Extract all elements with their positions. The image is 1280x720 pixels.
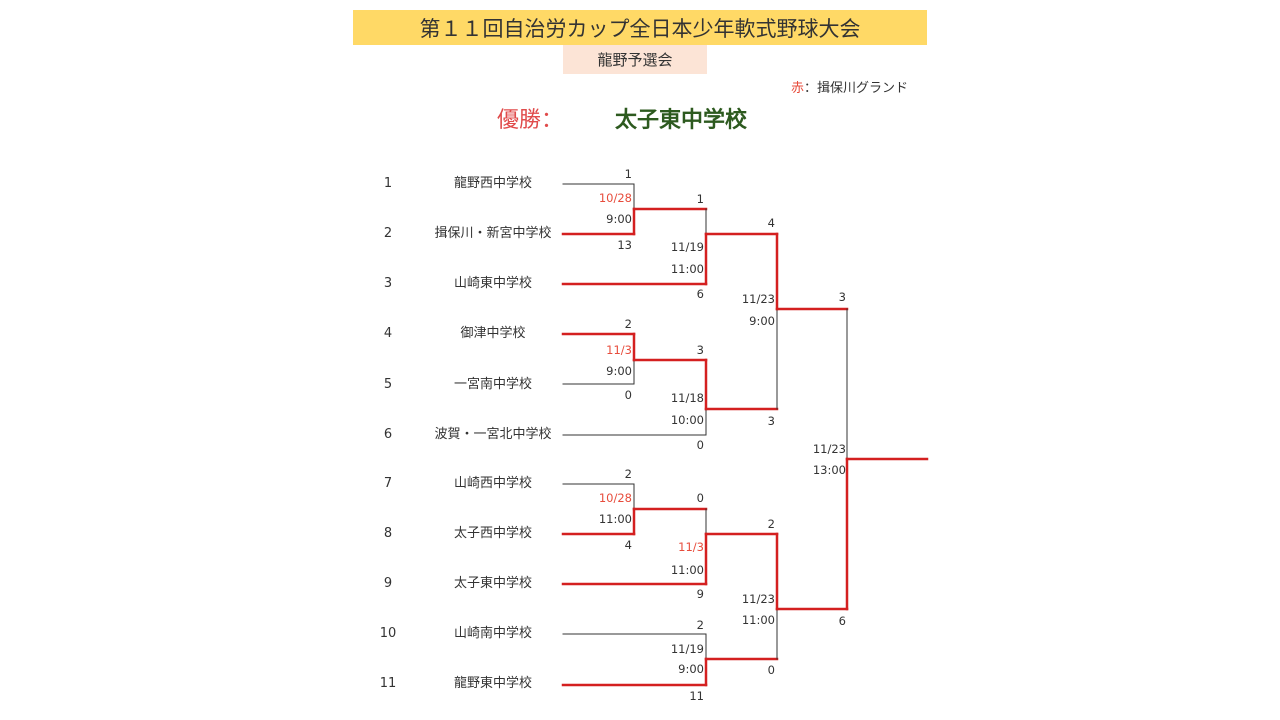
seed-number: 2 xyxy=(383,226,393,241)
match-score-top: 3 xyxy=(696,343,704,357)
team-name: 山崎南中学校 xyxy=(453,626,532,641)
match-date: 11/19 xyxy=(670,642,704,656)
team-name: 龍野東中学校 xyxy=(453,676,532,691)
match-date: 10/28 xyxy=(598,191,632,205)
match-score-top: 4 xyxy=(767,216,775,230)
qualifier-subtitle-box: 龍野予選会 xyxy=(563,45,707,74)
match-date: 11/19 xyxy=(670,240,704,254)
seed-number: 7 xyxy=(383,476,393,491)
seed-number: 10 xyxy=(379,626,397,641)
team-name: 龍野西中学校 xyxy=(453,176,532,191)
seed-number: 6 xyxy=(383,427,393,442)
team-name: 御津中学校 xyxy=(460,326,526,341)
match-score-top: 2 xyxy=(624,317,632,331)
team-name: 山崎西中学校 xyxy=(453,476,532,491)
seed-number: 1 xyxy=(383,176,393,191)
match-score-bottom: 0 xyxy=(696,438,704,452)
venue-legend: 赤：揖保川グランド xyxy=(791,77,908,96)
seed-number: 3 xyxy=(383,276,393,291)
match-time: 9:00 xyxy=(749,314,775,328)
match-score-bottom: 4 xyxy=(624,538,632,552)
match-time: 9:00 xyxy=(606,212,632,226)
match-score-top: 1 xyxy=(696,192,704,206)
qualifier-subtitle: 龍野予選会 xyxy=(597,51,673,69)
match-time: 11:00 xyxy=(598,512,632,526)
seed-number: 5 xyxy=(383,377,393,392)
match-time: 9:00 xyxy=(678,662,704,676)
match-score-bottom: 9 xyxy=(696,587,704,601)
match-date: 11/3 xyxy=(678,540,704,554)
match-date: 11/23 xyxy=(741,592,775,606)
seed-number: 9 xyxy=(383,576,393,591)
match-date: 11/18 xyxy=(670,391,704,405)
match-score-bottom: 3 xyxy=(767,414,775,428)
match-time: 9:00 xyxy=(606,364,632,378)
match-date: 10/28 xyxy=(598,491,632,505)
match-score-bottom: 0 xyxy=(767,663,775,677)
team-name: 山崎東中学校 xyxy=(453,276,532,291)
team-name: 太子東中学校 xyxy=(453,576,532,591)
team-name: 揖保川・新宮中学校 xyxy=(434,226,552,241)
tournament-title-bar: 第１１回自治労カップ全日本少年軟式野球大会 xyxy=(353,10,927,45)
seed-number: 8 xyxy=(383,526,393,541)
match-date: 11/23 xyxy=(812,442,846,456)
match-score-bottom: 6 xyxy=(696,287,704,301)
match-score-top: 2 xyxy=(696,618,704,632)
legend-red-marker: 赤 xyxy=(790,81,804,96)
match-time: 10:00 xyxy=(670,413,704,427)
match-score-top: 3 xyxy=(838,290,846,304)
match-score-top: 0 xyxy=(696,491,704,505)
team-name: 一宮南中学校 xyxy=(453,377,532,392)
match-score-bottom: 6 xyxy=(838,614,846,628)
winner-label: 優勝： xyxy=(497,108,564,133)
match-date: 11/3 xyxy=(606,343,632,357)
legend-venue-text: ：揖保川グランド xyxy=(803,81,908,96)
match-score-bottom: 13 xyxy=(617,238,632,252)
match-score-bottom: 11 xyxy=(689,689,704,703)
match-time: 11:00 xyxy=(670,262,704,276)
match-time: 11:00 xyxy=(741,613,775,627)
seed-number: 4 xyxy=(383,326,393,341)
match-date: 11/23 xyxy=(741,292,775,306)
seed-number: 11 xyxy=(379,676,397,691)
match-time: 11:00 xyxy=(670,563,704,577)
team-name: 太子西中学校 xyxy=(453,526,532,541)
tournament-title: 第１１回自治労カップ全日本少年軟式野球大会 xyxy=(419,16,861,41)
match-time: 13:00 xyxy=(812,463,846,477)
match-score-top: 2 xyxy=(767,517,775,531)
match-score-top: 1 xyxy=(624,167,632,181)
team-name: 波賀・一宮北中学校 xyxy=(434,427,552,442)
match-score-bottom: 0 xyxy=(624,388,632,402)
match-score-top: 2 xyxy=(624,467,632,481)
winner-name: 太子東中学校 xyxy=(615,108,748,133)
